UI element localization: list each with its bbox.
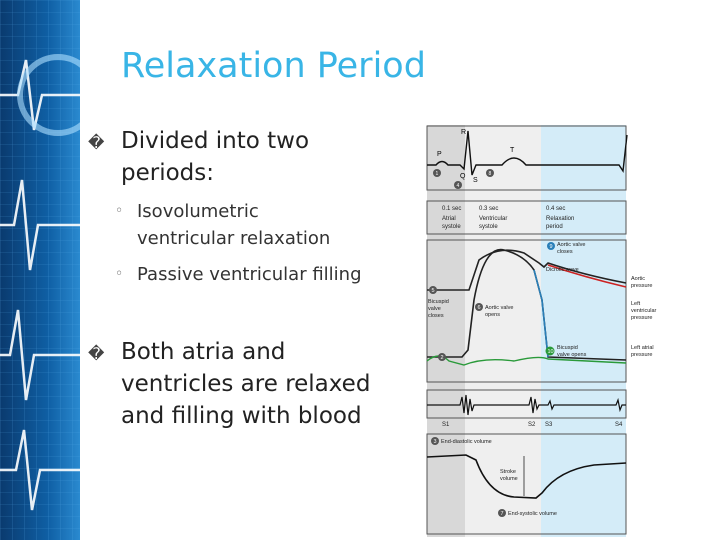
- label-bicuspid-opens: valve opens: [557, 352, 587, 358]
- label-stroke-volume: Stroke: [500, 469, 516, 475]
- timing-ventricular-phase: systole: [479, 224, 498, 230]
- timing-atrial-phase: Atrial: [442, 216, 456, 222]
- bullet-marker: �: [88, 344, 105, 363]
- heart-sounds-trace: [427, 394, 626, 416]
- ecg-trace: [427, 130, 628, 176]
- label-bicuspid-opens: Bicuspid: [557, 345, 578, 351]
- label-dicrotic-wave: Dicrotic wave: [546, 267, 579, 273]
- ecg-label-s: S: [473, 177, 478, 184]
- bullet-marker: �: [88, 133, 105, 152]
- step-number: 6: [478, 305, 481, 311]
- bullet-line: ventricles are relaxed: [121, 371, 371, 397]
- step-number: 10: [548, 349, 554, 355]
- label-s3: S3: [545, 422, 553, 428]
- decorative-side-panel: [0, 0, 80, 540]
- bullet-line: Both atria and: [121, 339, 286, 365]
- label-aortic-valve-opens: Aortic valve: [485, 305, 513, 311]
- relaxation-band: [541, 125, 626, 537]
- timing-ventricular-time: 0.3 sec: [479, 206, 498, 212]
- step-number: 4: [457, 183, 460, 189]
- step-number: 9: [550, 244, 553, 250]
- timing-relaxation-phase: Relaxation: [546, 216, 574, 222]
- step-number: 1: [436, 171, 439, 177]
- bullet-both-atria: Both atria and ventricles are relaxed an…: [121, 336, 370, 432]
- label-s4: S4: [615, 422, 623, 428]
- label-bicuspid-closes: valve: [428, 306, 441, 312]
- step-number: 5: [432, 288, 435, 294]
- timing-atrial-phase: systole: [442, 224, 461, 230]
- ventricular-volume-curve: [426, 454, 627, 499]
- sub-bullet-isovolumetric: Isovolumetric ventricular relaxation: [137, 198, 330, 252]
- label-left-atrial-pressure: Left atrial: [631, 345, 654, 351]
- label-stroke-volume: volume: [500, 476, 518, 482]
- label-left-ventricular-pressure: Left: [631, 301, 641, 307]
- ecg-label-t: T: [510, 147, 515, 154]
- ecg-label-q: Q: [460, 173, 466, 180]
- label-end-diastolic-volume: End-diastolic volume: [441, 439, 492, 445]
- timing-table: [426, 200, 627, 235]
- sub-bullet-marker: ◦: [115, 266, 124, 282]
- label-aortic-valve-closes: Aortic valve: [557, 242, 585, 248]
- label-s2: S2: [528, 422, 536, 428]
- timing-relaxation-phase: period: [546, 224, 563, 230]
- label-aortic-valve-opens: opens: [485, 312, 500, 318]
- sub-bullet-line: ventricular relaxation: [137, 228, 331, 249]
- ecg-label-p: P: [437, 151, 442, 158]
- aortic-pressure-tail: [547, 264, 627, 288]
- sub-bullet-line: Isovolumetric: [137, 201, 259, 222]
- timing-atrial-time: 0.1 sec: [442, 206, 461, 212]
- ventricular-pressure-fall: [533, 269, 549, 358]
- label-aortic-valve-closes: closes: [557, 249, 573, 255]
- label-end-systolic-volume: End-systolic volume: [508, 511, 557, 517]
- cardiac-cycle-diagram: P R Q S T 1 4 8 0.1 sec Atrial systole 0…: [424, 125, 678, 537]
- bullet-line: and filling with blood: [121, 403, 362, 429]
- label-left-atrial-pressure: pressure: [631, 352, 652, 358]
- step-number: 2: [441, 355, 444, 361]
- label-left-ventricular-pressure: ventricular: [631, 308, 657, 314]
- bullet-line: periods:: [121, 160, 214, 186]
- label-s1: S1: [442, 422, 450, 428]
- step-number: 3: [434, 439, 437, 445]
- ventricular-systole-band: [465, 125, 541, 537]
- label-bicuspid-closes: closes: [428, 313, 444, 319]
- step-number: 7: [501, 511, 504, 517]
- aortic-pressure-curve: [427, 249, 627, 291]
- slide-title: Relaxation Period: [121, 46, 426, 86]
- step-number: 8: [489, 171, 492, 177]
- label-aortic-pressure: Aortic: [631, 276, 645, 282]
- timing-relaxation-time: 0.4 sec: [546, 206, 565, 212]
- atrial-systole-band: [427, 125, 465, 537]
- ventricular-pressure-curve: [427, 248, 627, 361]
- label-aortic-pressure: pressure: [631, 283, 652, 289]
- timing-ventricular-phase: Ventricular: [479, 216, 507, 222]
- bullet-line: Divided into two: [121, 128, 310, 154]
- ecg-label-r: R: [461, 129, 466, 136]
- sub-bullet-marker: ◦: [115, 203, 124, 219]
- sub-bullet-line: Passive ventricular filling: [137, 264, 362, 285]
- cardiac-cycle-figure: P R Q S T 1 4 8 0.1 sec Atrial systole 0…: [424, 125, 678, 537]
- sub-bullet-passive: Passive ventricular filling: [137, 261, 362, 288]
- label-left-ventricular-pressure: pressure: [631, 315, 652, 321]
- bullet-divided: Divided into two periods:: [121, 125, 309, 189]
- label-bicuspid-closes: Bicuspid: [428, 299, 449, 305]
